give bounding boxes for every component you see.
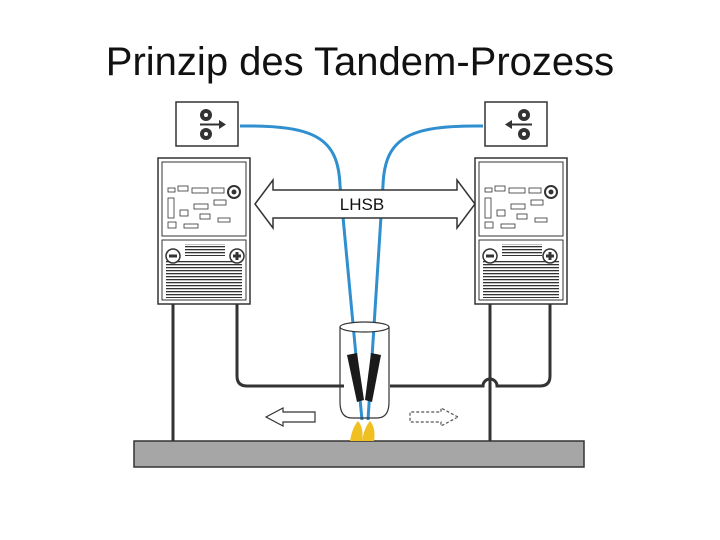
workpiece-plate [133,440,585,468]
lhsb-link-arrow: LHSB [254,177,476,231]
wire-feeder-right [484,101,548,147]
torch-nozzles [347,353,381,402]
wire-feeder-icon [505,109,532,140]
welding-arc [350,421,375,441]
wire-feeder-left [175,101,239,147]
wire-hoses [239,124,484,421]
power-source-right [474,157,568,305]
arrow-left-icon [264,407,316,427]
torch-icon [339,321,390,419]
wire-feeder-icon [200,109,226,140]
slide-title: Prinzip des Tandem-Prozess [105,40,615,84]
power-source-left [157,157,251,305]
lhsb-label: LHSB [340,195,384,214]
arrow-right-dashed-icon [409,407,460,427]
